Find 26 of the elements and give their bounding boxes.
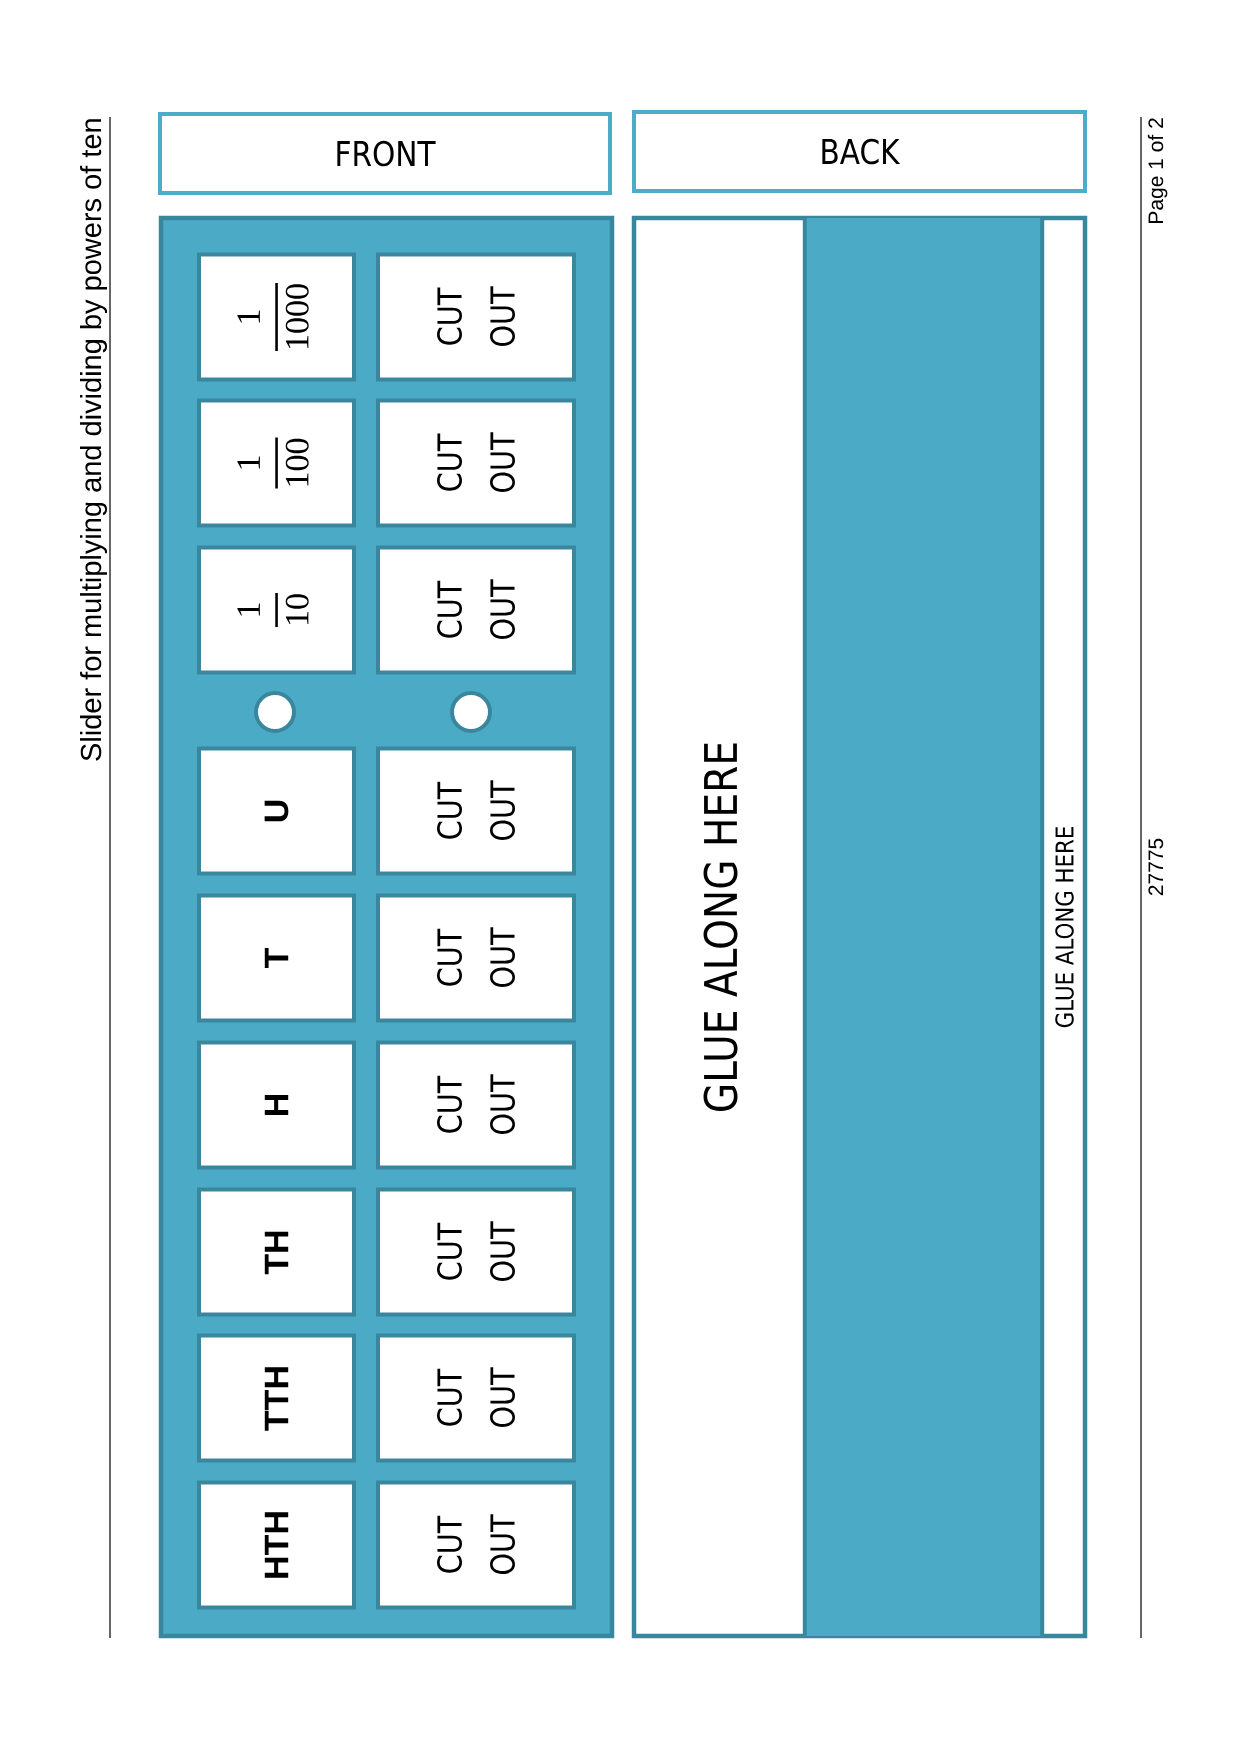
cut-out-tile: CUT OUT — [376, 1187, 576, 1317]
cut-out-tile: CUT OUT — [376, 545, 576, 675]
place-value-tile: TH — [197, 1187, 356, 1317]
page-title: Slider for multiplying and dividing by powers of ten — [80, 119, 107, 761]
glue-instruction: GLUE ALONG HERE — [1055, 827, 1074, 1028]
place-value-tile: U — [197, 746, 356, 876]
place-value-tile: TTH — [197, 1333, 356, 1463]
cut-out-tile: CUT OUT — [376, 1480, 576, 1610]
place-value-tile: T — [197, 893, 356, 1023]
cut-out-tile: CUT OUT — [376, 1333, 576, 1463]
cut-out-tile: CUT OUT — [376, 398, 576, 528]
fraction-tile: 1 1000 — [197, 252, 356, 382]
fraction-tile: 1 100 — [197, 398, 356, 528]
cut-out-tile: CUT OUT — [376, 1040, 576, 1170]
fraction-tile: 1 10 — [197, 545, 356, 675]
sleeve-band — [802, 217, 1045, 1637]
cut-out-tile: CUT OUT — [376, 252, 576, 382]
page-number: Page 1 of 2 — [1147, 118, 1168, 223]
resource-number: 27775 — [1148, 838, 1164, 896]
place-value-tile: H — [197, 1040, 356, 1170]
place-value-tile: HTH — [197, 1480, 356, 1610]
glue-instruction: GLUE ALONG HERE — [703, 743, 738, 1111]
cut-out-tile: CUT OUT — [376, 893, 576, 1023]
cut-out-tile: CUT OUT — [376, 746, 576, 876]
header-box: BACK — [632, 110, 1087, 193]
header-box: FRONT — [158, 112, 612, 195]
